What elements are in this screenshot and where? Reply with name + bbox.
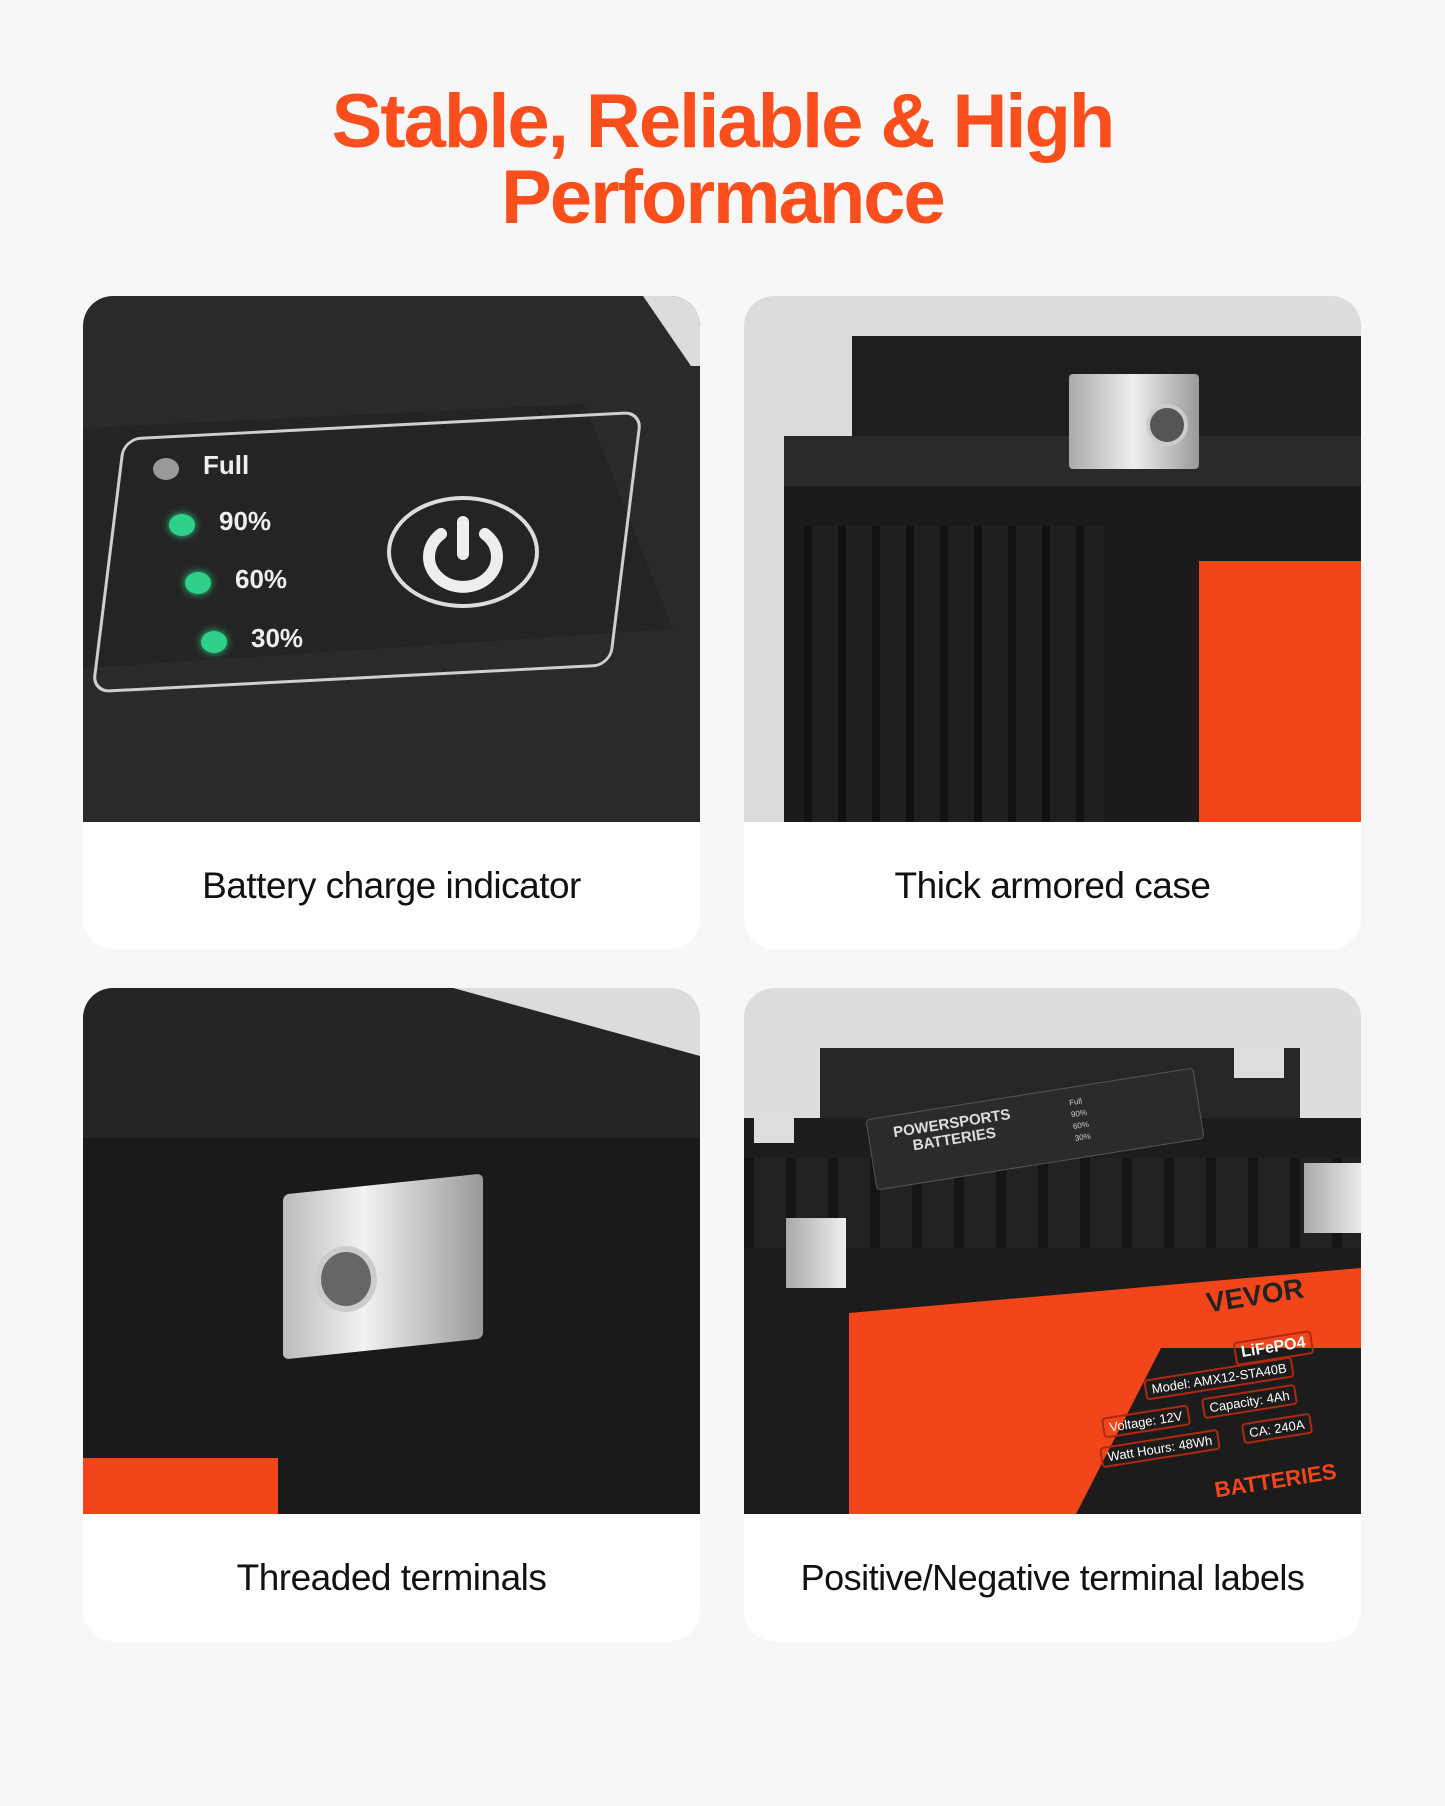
- feature-card-armored-case: Thick armored case: [744, 296, 1361, 949]
- feature-caption: Threaded terminals: [236, 1556, 547, 1598]
- feature-card-threaded-terminals: Threaded terminals: [83, 988, 700, 1641]
- led-90: [169, 514, 195, 536]
- power-icon: [387, 496, 539, 608]
- feature-caption: Positive/Negative terminal labels: [800, 1556, 1305, 1598]
- led-full: [153, 458, 179, 480]
- page-title: Stable, Reliable & High Performance: [331, 79, 1116, 240]
- threaded-terminals-photo: [83, 988, 700, 1514]
- feature-card-charge-indicator: Full 90% 60% 30% Battery charge indicato…: [83, 296, 700, 949]
- led-30: [201, 631, 227, 653]
- charge-indicator-photo: Full 90% 60% 30%: [83, 296, 700, 822]
- led-60: [185, 572, 211, 594]
- feature-caption: Thick armored case: [894, 864, 1211, 906]
- feature-caption: Battery charge indicator: [202, 864, 581, 906]
- indicator-panel: [91, 410, 643, 694]
- armored-case-photo: [744, 296, 1361, 822]
